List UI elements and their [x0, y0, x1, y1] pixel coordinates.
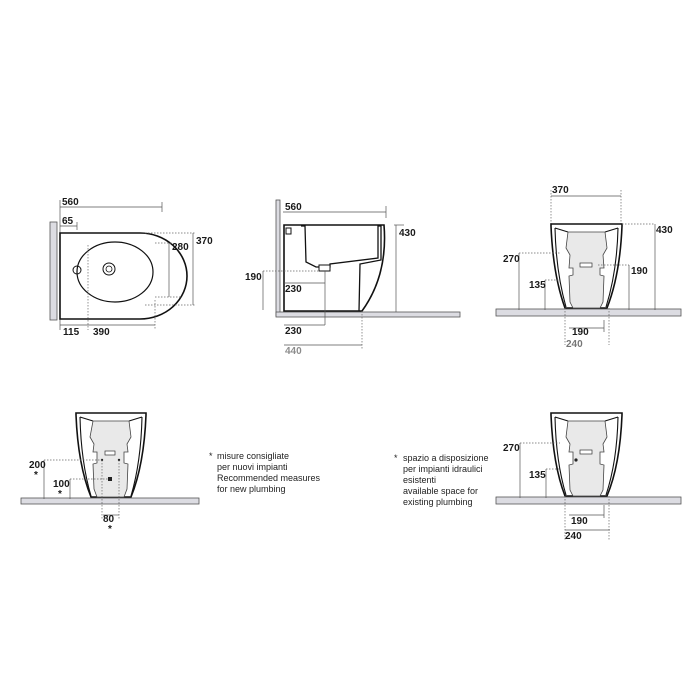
note-line: Recommended measures: [217, 473, 321, 483]
inner-cavity: [89, 420, 132, 498]
dim-outer-width: 240: [565, 531, 582, 542]
dim-tap-offset: 65: [62, 216, 74, 227]
tap-hole-icon: [72, 265, 82, 275]
dim-upper-height: 270: [503, 254, 520, 265]
dim-height: 430: [656, 225, 673, 236]
dim-lower-height: 100: [53, 479, 70, 490]
dim-height: 430: [399, 228, 416, 239]
note-line: per nuovi impianti: [217, 462, 288, 472]
floor: [495, 308, 682, 317]
bowl-profile: [301, 225, 382, 312]
dim-inner-width: 190: [572, 327, 589, 338]
bowl: [76, 241, 154, 303]
dim-base-length: 440: [285, 346, 302, 357]
dim-lower-height: 135: [529, 280, 546, 291]
dim-inlet-height: 190: [631, 266, 648, 277]
note-line: available space for: [403, 486, 478, 496]
floor: [275, 311, 461, 318]
wall: [275, 199, 281, 317]
asterisk-icon: *: [34, 470, 38, 481]
dim-upper-height: 200: [29, 460, 46, 471]
asterisk-icon: *: [209, 451, 213, 461]
inner-cavity: [565, 420, 608, 497]
dim-spacing: 80: [103, 514, 115, 525]
rear-view-new-plumbing: 200 * 100 * 80 *: [20, 412, 200, 535]
floor: [20, 497, 200, 505]
note-line: spazio a disposizione: [403, 453, 489, 463]
note-existing-plumbing: * spazio a disposizione per impianti idr…: [394, 453, 489, 507]
dim-bowl-width: 280: [172, 242, 189, 253]
dim-inlet-distance: 230: [285, 284, 302, 295]
dim-outlet-distance: 230: [285, 326, 302, 337]
inner-cavity: [565, 231, 608, 309]
dim-lower-height: 135: [529, 470, 546, 481]
side-view: 560 430 190 230 230 440: [245, 199, 461, 357]
outlet-marker: [108, 477, 112, 481]
top-view: 560 65 280 370 115 390: [49, 197, 213, 338]
note-new-plumbing: * misure consigliate per nuovi impianti …: [209, 451, 321, 494]
dim-bowl-length: 390: [93, 327, 110, 338]
drain-icon: [102, 262, 116, 276]
dim-rear-offset: 115: [63, 327, 80, 338]
note-line: misure consigliate: [217, 451, 289, 461]
rear-view-existing-plumbing: 270 135 190 240: [495, 412, 682, 542]
note-line: for new plumbing: [217, 484, 286, 494]
dim-inlet-height: 190: [245, 272, 262, 283]
asterisk-icon: *: [58, 489, 62, 500]
asterisk-icon: *: [108, 524, 112, 535]
floor: [495, 496, 682, 505]
dim-upper-height: 270: [503, 443, 520, 454]
dim-base-width: 240: [566, 339, 583, 350]
front-view: 370 430 270 190 135 190 240: [495, 185, 682, 350]
bidet-top-outline: [59, 232, 188, 320]
dim-inner-width: 190: [571, 516, 588, 527]
dim-overall-length: 560: [62, 197, 79, 208]
wall: [49, 221, 58, 321]
dim-overall-width: 370: [196, 236, 213, 247]
note-line: per impianti idraulici: [403, 464, 483, 474]
asterisk-icon: *: [394, 453, 398, 463]
note-line: existing plumbing: [403, 497, 473, 507]
dim-overall-width: 370: [552, 185, 569, 196]
dim-overall-length: 560: [285, 202, 302, 213]
note-line: esistenti: [403, 475, 436, 485]
